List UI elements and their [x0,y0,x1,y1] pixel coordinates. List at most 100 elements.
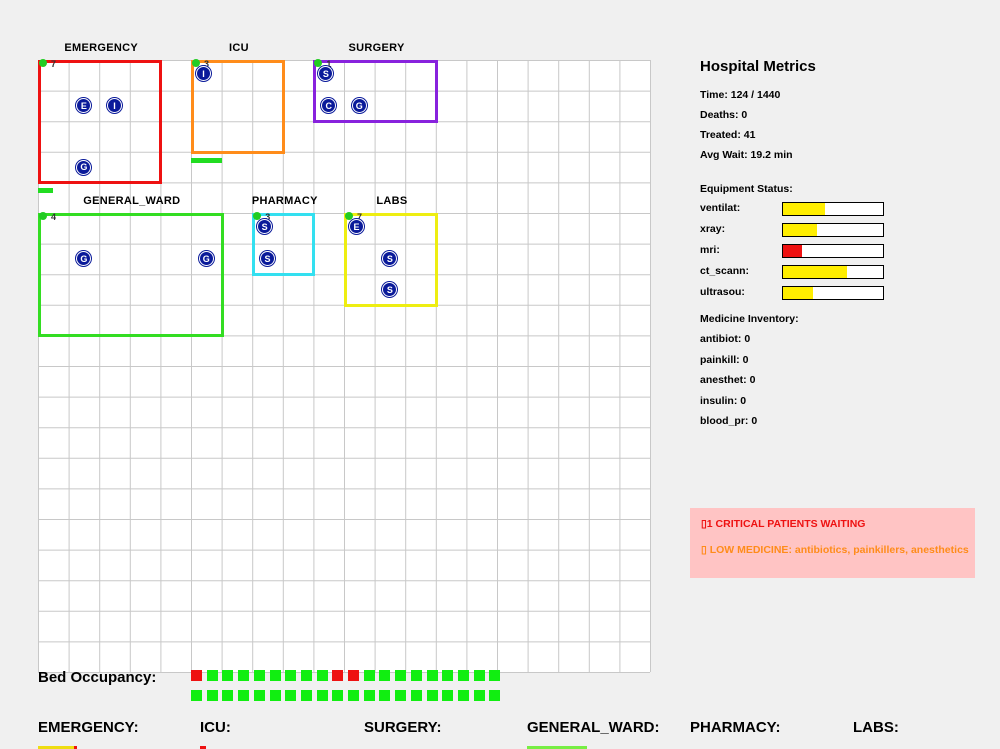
equipment-name: ventilat: [700,202,741,214]
bed-free [489,670,501,681]
patient-badge-e[interactable]: E [76,98,92,114]
room-label: PHARMACY [251,195,318,207]
bed-free [316,690,328,701]
patient-badge-g[interactable]: G [351,98,367,114]
room-status-dot [314,59,323,67]
equipment-row: xray: [700,220,1000,241]
equipment-level-fill [783,203,825,215]
equipment-level-bar [782,286,884,300]
patient-badge-g[interactable]: G [76,251,92,267]
room-status-dot [39,59,47,67]
alerts-box: ▯1 CRITICAL PATIENTS WAITING ▯ LOW MEDIC… [690,508,975,578]
department-status-bar [527,746,587,749]
medicine-title: Medicine Inventory: [700,313,799,325]
room-progress-bar [191,157,222,163]
bed-occupied [191,670,202,681]
department-status-marker [74,746,77,749]
department-status-row: EMERGENCY:ICU:SURGERY:GENERAL_WARD:PHARM… [0,719,1000,749]
bed-free [300,690,312,701]
equipment-row: ultrasou: [700,283,1000,304]
bed-free [300,670,312,681]
room-capacity-count: 1 [326,59,332,69]
patient-badge-g[interactable]: G [198,251,214,267]
bed-free [379,670,391,681]
bed-free [285,670,297,681]
room-status-dot [345,212,353,220]
department-status-bar [200,746,206,749]
department-label: SURGERY: [364,719,442,736]
department-label: GENERAL_WARD: [527,719,660,736]
bed-free [489,690,501,701]
room-emergency[interactable] [38,60,163,185]
bed-free [457,670,469,681]
patient-badge-s[interactable]: S [257,219,273,234]
bed-free [363,670,375,681]
equipment-row: ventilat: [700,199,1000,220]
medicine-row: antibiot: 0 [700,333,751,345]
bed-free [222,690,234,701]
equipment-row: mri: [700,241,1000,262]
medicine-row: insulin: 0 [700,394,747,407]
equipment-level-fill [783,287,813,299]
bed-free [379,690,391,701]
bed-free [253,670,265,681]
patient-badge-s[interactable]: S [318,66,334,81]
bed-free [238,670,250,681]
medicine-row: painkill: 0 [700,353,749,366]
equipment-level-bar [782,223,884,237]
room-label: EMERGENCY [64,42,138,54]
bed-free [426,690,438,701]
equipment-row: ct_scann: [700,262,1000,283]
patient-badge-i[interactable]: I [196,66,211,81]
equipment-level-bar [782,202,884,216]
bed-free [253,690,265,701]
patient-badge-s[interactable]: S [382,282,398,297]
room-capacity-count: 3 [265,212,271,222]
room-status-dot [192,59,200,67]
equipment-name: xray: [700,223,726,235]
metrics-panel: Hospital Metrics Time: 124 / 1440 Deaths… [700,58,1000,432]
patient-badge-s[interactable]: S [382,251,398,267]
patient-badge-c[interactable]: C [321,98,337,114]
department-label: LABS: [853,719,899,736]
patient-badge-s[interactable]: S [260,251,275,267]
critical-alert: ▯1 CRITICAL PATIENTS WAITING [701,518,866,530]
room-progress-bar [38,188,54,194]
medicine-row: blood_pr: 0 [700,415,758,427]
room-status-dot [39,212,47,220]
equipment-name: ct_scann: [700,265,750,277]
room-capacity-count: 7 [51,59,57,69]
patient-badge-g[interactable]: G [76,159,92,175]
patient-badge-e[interactable]: E [349,219,364,234]
room-status-dot [253,212,262,220]
room-pharmacy[interactable] [252,213,316,277]
bed-free [442,670,454,681]
patient-badge-i[interactable]: I [107,98,122,114]
bed-free [426,670,438,681]
equipment-list: ventilat: xray: mri: ct_scann: ultrasou: [700,199,1000,304]
room-general-ward[interactable] [38,213,224,338]
room-capacity-count: 4 [51,212,57,222]
equipment-name: ultrasou: [700,286,745,298]
bed-free [285,690,297,701]
equipment-title: Equipment Status: [700,183,793,195]
room-surgery[interactable] [313,60,438,124]
hospital-grid[interactable] [38,60,651,673]
bed-free [457,690,469,701]
room-capacity-count: 7 [357,212,363,222]
bed-free [410,690,422,701]
room-icu[interactable] [191,60,285,154]
deaths-stat: Deaths: 0 [700,109,748,121]
department-label: ICU: [200,719,231,736]
time-stat: Time: 124 / 1440 [700,89,781,101]
bed-free [363,690,375,701]
bed-free [410,670,422,681]
bed-free [316,670,328,681]
equipment-name: mri: [700,244,720,256]
bed-free [191,690,202,701]
room-label: GENERAL_WARD [83,195,181,207]
equipment-level-fill [783,245,802,257]
room-label: SURGERY [348,42,405,54]
room-labs[interactable] [344,213,438,307]
bed-free [269,670,281,681]
